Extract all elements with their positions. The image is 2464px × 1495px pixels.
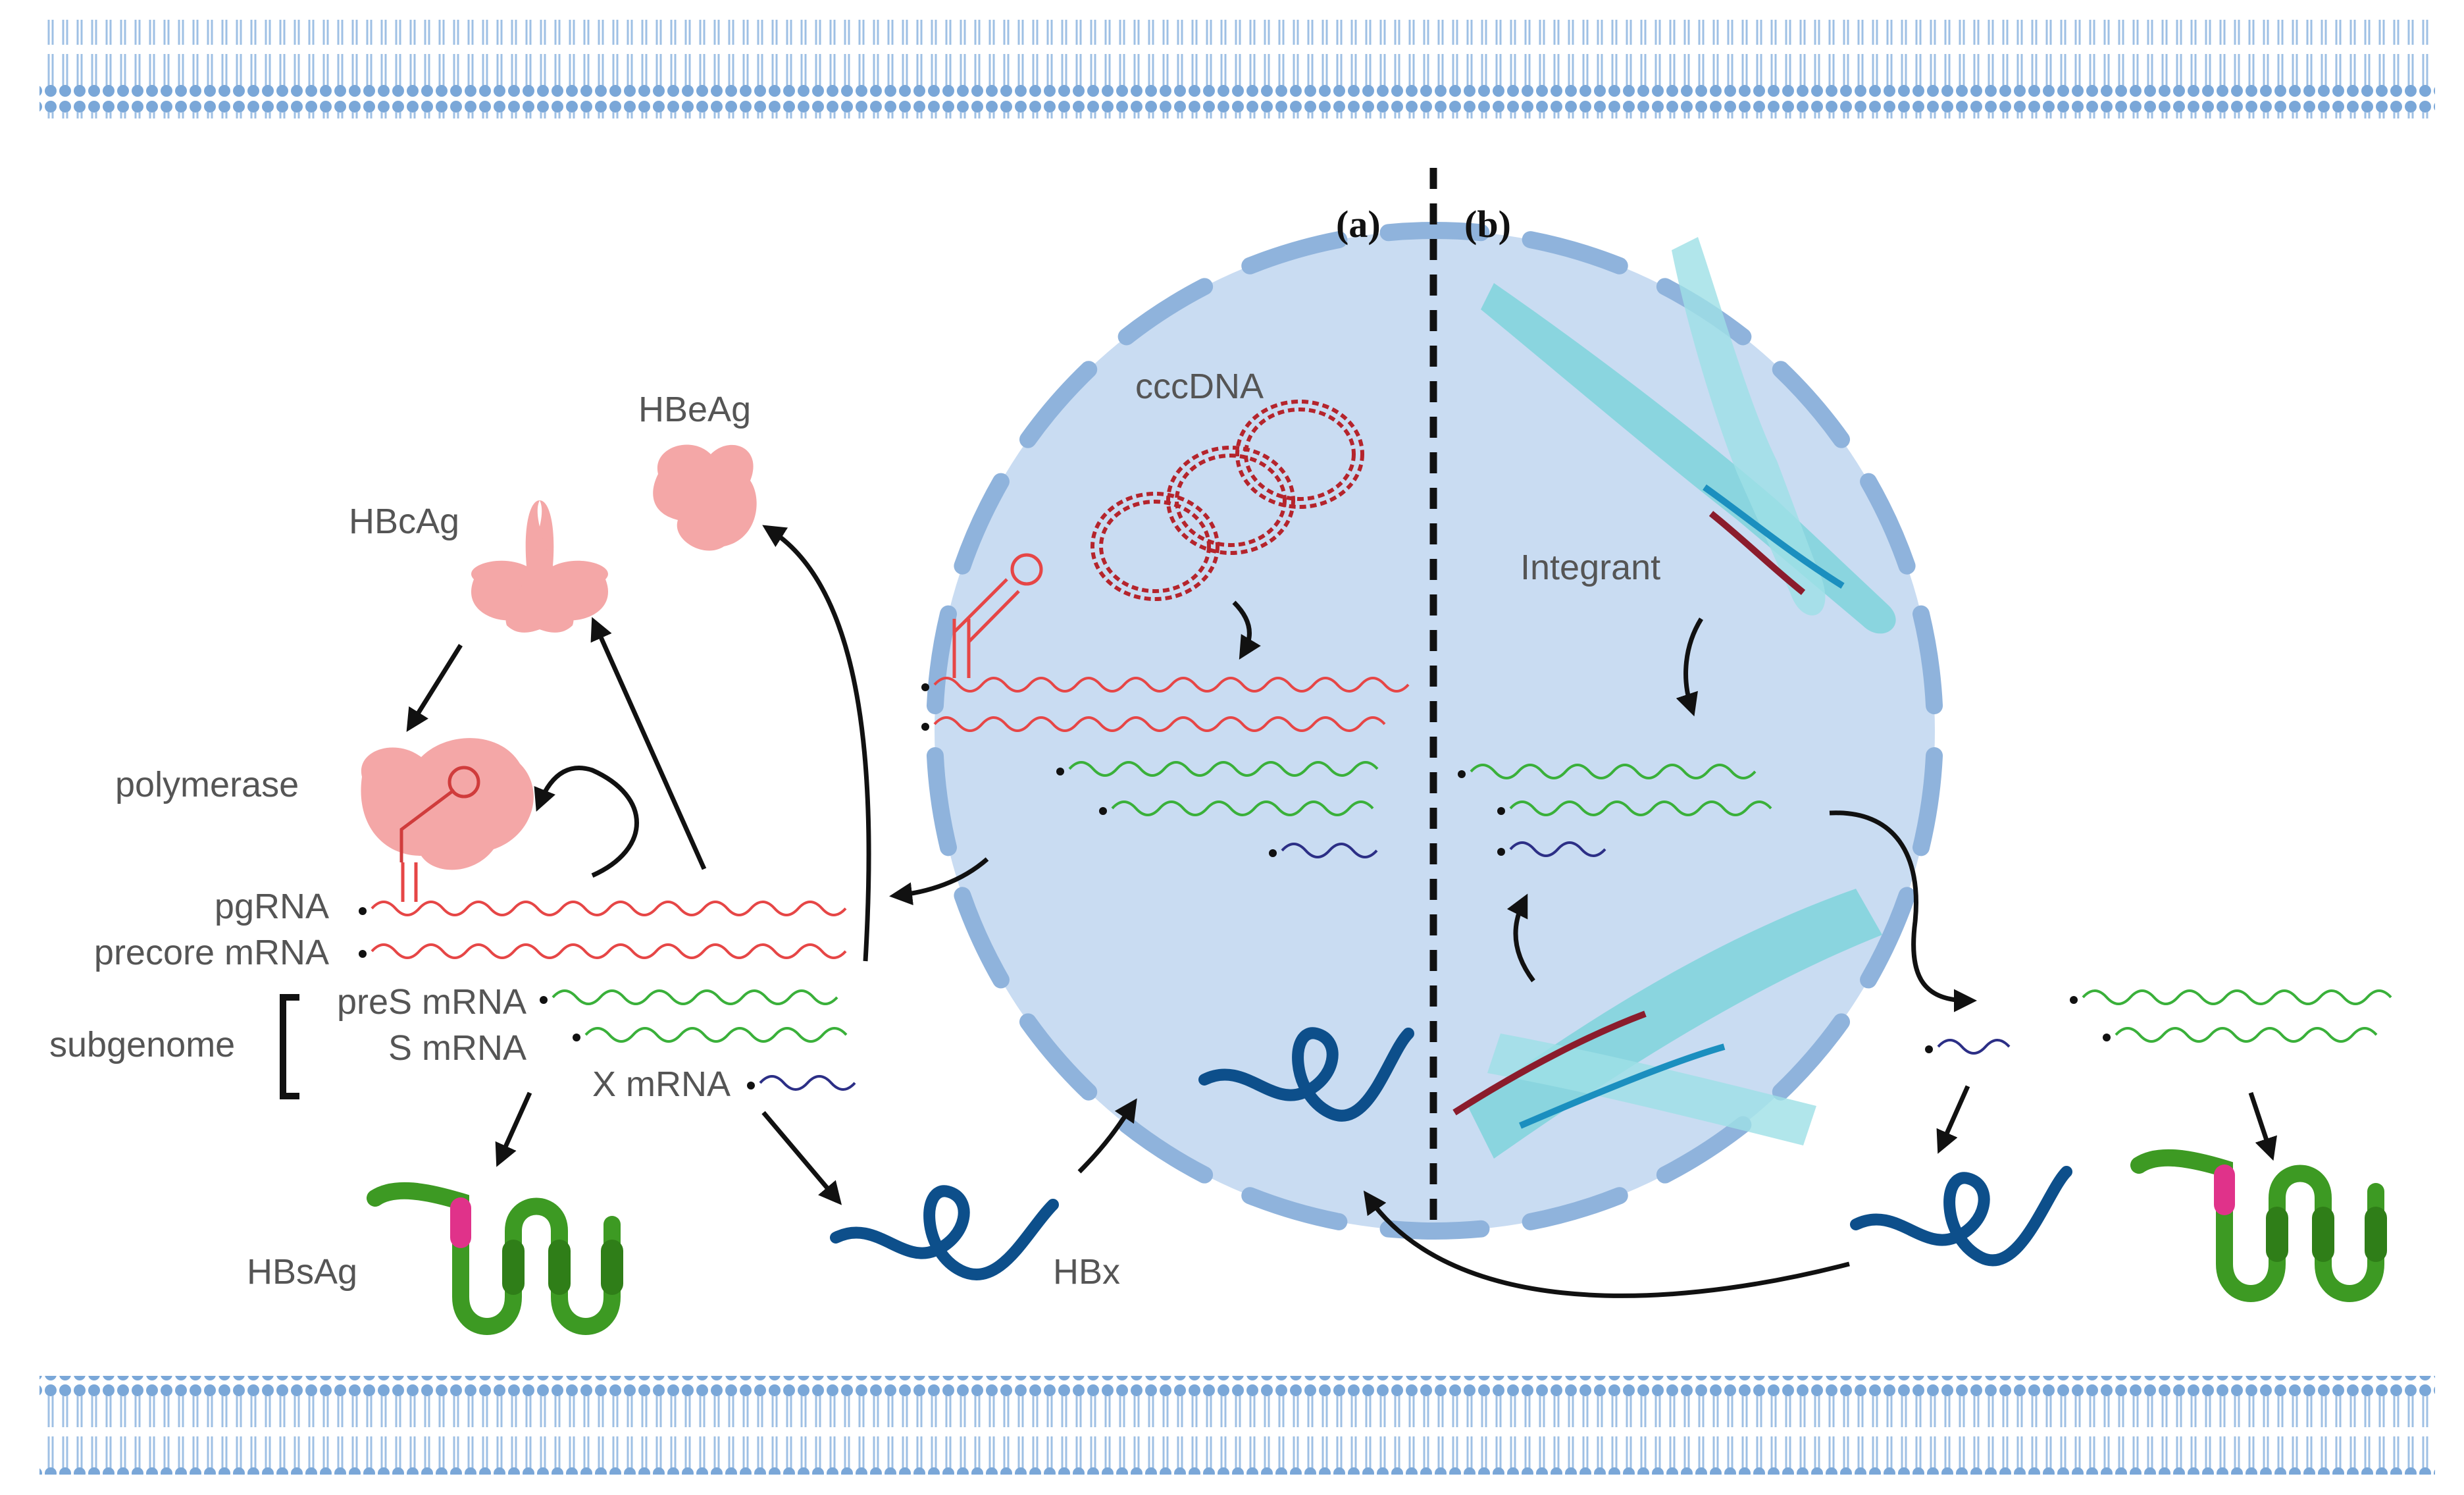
envelope-segment xyxy=(1860,887,1916,989)
rna-wave xyxy=(552,989,838,1005)
subgenome-bracket xyxy=(280,994,299,1099)
envelope-segment xyxy=(1241,1187,1348,1230)
rna-cap-dot xyxy=(1056,768,1064,775)
rna-transcripts xyxy=(359,677,2392,1091)
rna-wave xyxy=(1111,800,1374,816)
panel-label-b: (b) xyxy=(1464,203,1511,246)
cccdna-rings xyxy=(1091,400,1364,601)
rna-cap-dot xyxy=(1269,849,1277,857)
rna-wave xyxy=(1937,1039,2011,1055)
envelope-segment xyxy=(926,747,957,856)
rna-wave xyxy=(2082,989,2392,1005)
rna-cap-dot xyxy=(540,996,548,1004)
pgrna-label: pgRNA xyxy=(215,887,329,926)
rna-wave xyxy=(1509,841,1606,857)
panel-label-a: (a) xyxy=(1336,203,1381,246)
top-cell-membrane xyxy=(39,20,2435,118)
rna-cap-dot xyxy=(921,723,929,731)
polymerase-label: polymerase xyxy=(115,765,299,804)
rna-wave xyxy=(2115,1027,2378,1043)
chromosome-bottom xyxy=(1452,889,1882,1159)
envelope-segment xyxy=(1379,1220,1490,1240)
envelope-segment xyxy=(1772,361,1851,448)
hbeag-label: HBeAg xyxy=(638,390,751,429)
polymerase-protein xyxy=(361,738,534,870)
rna-cap-dot xyxy=(1497,807,1505,815)
rna-cap-dot xyxy=(747,1082,755,1089)
rna-wave xyxy=(933,716,1386,732)
bottom-cell-membrane xyxy=(39,1376,2435,1475)
rna-wave xyxy=(584,1027,848,1043)
envelope-segment xyxy=(1117,1116,1214,1184)
rna-cap-dot xyxy=(573,1034,580,1041)
rna-wave xyxy=(759,1075,856,1091)
hbsag-protein-right xyxy=(2130,1149,2387,1302)
rna-cap-dot xyxy=(921,683,929,691)
hbx-protein-cytoplasm xyxy=(830,1185,1059,1280)
envelope-segment xyxy=(1912,605,1943,715)
hbsag-protein-left xyxy=(367,1182,623,1335)
envelope-segment xyxy=(954,887,1010,989)
rna-wave xyxy=(933,677,1410,693)
chromosome-top xyxy=(1481,237,1896,634)
rna-cap-dot xyxy=(1458,770,1466,778)
envelope-segment xyxy=(1019,1013,1098,1101)
hbeag-protein xyxy=(653,444,757,551)
integrant-label: Integrant xyxy=(1520,548,1660,587)
envelope-segment xyxy=(954,473,1010,575)
hbx-protein-right xyxy=(1850,1166,2072,1267)
rna-cap-dot xyxy=(1925,1045,1933,1053)
subgenome-label: subgenome xyxy=(49,1025,235,1064)
s-mrna-label: S mRNA xyxy=(388,1028,526,1068)
rna-cap-dot xyxy=(2103,1034,2111,1041)
pgrna-stem-loop xyxy=(401,862,418,902)
envelope-segment xyxy=(1379,222,1490,242)
rna-cap-dot xyxy=(1099,807,1107,815)
hbcag-protein xyxy=(471,500,608,633)
rna-wave xyxy=(1068,761,1379,777)
pres-mrna-label: preS mRNA xyxy=(337,982,526,1022)
envelope-segment xyxy=(1522,1187,1628,1230)
envelope-segment xyxy=(1117,278,1214,346)
envelope-segment xyxy=(1912,747,1943,856)
envelope-segment xyxy=(1860,473,1916,575)
hbx-protein-nucleus xyxy=(1198,1027,1414,1122)
cccdna-label: cccDNA xyxy=(1135,367,1264,406)
hbcag-label: HBcAg xyxy=(349,502,459,541)
x-mrna-label: X mRNA xyxy=(592,1064,731,1104)
process-arrows xyxy=(406,525,2277,1298)
rna-cap-dot xyxy=(359,950,367,958)
envelope-segment xyxy=(926,605,957,715)
rna-wave xyxy=(1509,800,1772,816)
envelope-segment xyxy=(1019,361,1098,448)
rna-cap-dot xyxy=(2070,996,2078,1004)
rna-wave xyxy=(1281,843,1378,858)
precore-mrna-label: precore mRNA xyxy=(94,933,329,972)
hbx-label: HBx xyxy=(1053,1252,1120,1292)
rna-wave xyxy=(371,901,847,916)
rna-cap-dot xyxy=(1497,848,1505,856)
envelope-segment xyxy=(1522,231,1628,275)
nuclear-stem-loop xyxy=(952,553,1043,678)
hbsag-label: HBsAg xyxy=(247,1252,357,1292)
envelope-segment xyxy=(1772,1013,1851,1101)
rna-wave xyxy=(371,943,847,959)
envelope-segment xyxy=(1241,231,1348,275)
rna-wave xyxy=(1470,764,1757,779)
nuclear-envelope xyxy=(926,222,1943,1240)
rna-cap-dot xyxy=(359,907,367,915)
